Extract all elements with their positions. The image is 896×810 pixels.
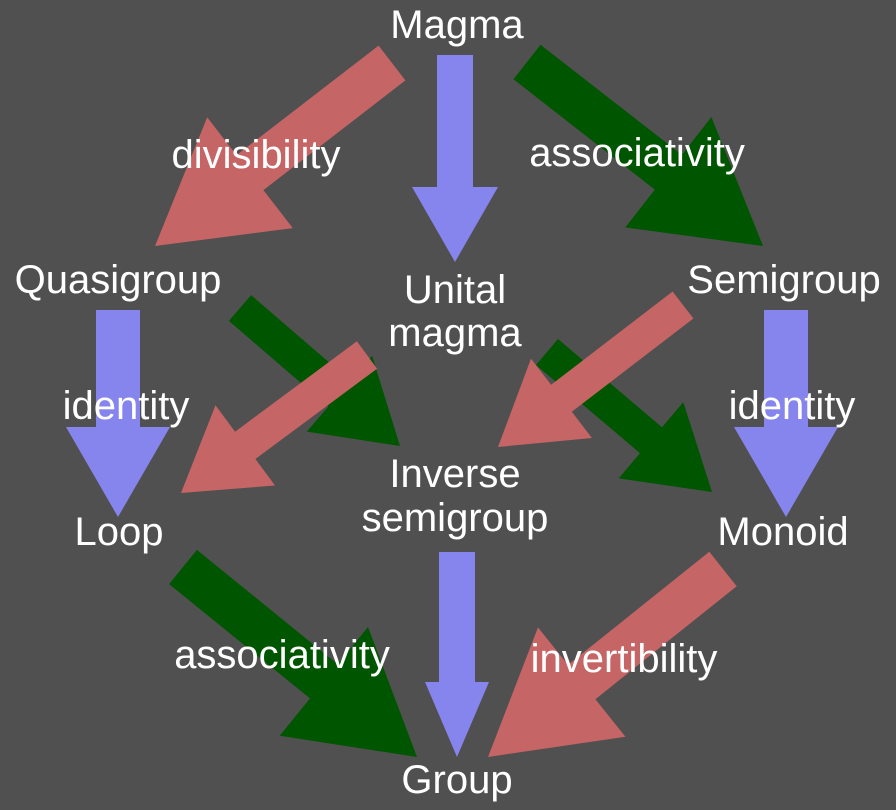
edge-labels-layer: divisibility associativity identity iden… xyxy=(63,131,856,681)
node-magma: Magma xyxy=(390,3,524,47)
arrow-unital-magma-to-loop xyxy=(181,341,378,493)
arrow-magma-to-semigroup xyxy=(513,44,763,247)
edge-label-invertibility: invertibility xyxy=(531,637,718,681)
node-unital-magma-line2: magma xyxy=(388,311,522,355)
arrow-quasigroup-to-loop xyxy=(66,310,170,517)
arrow-monoid-to-group xyxy=(488,551,737,757)
node-quasigroup: Quasigroup xyxy=(15,258,222,302)
arrow-loop-to-group xyxy=(169,549,417,757)
arrow-magma-to-unital-magma xyxy=(412,55,498,262)
edge-label-associativity-bottom: associativity xyxy=(174,633,390,677)
node-group: Group xyxy=(401,758,512,802)
node-semigroup: Semigroup xyxy=(687,258,880,302)
node-monoid: Monoid xyxy=(717,510,848,554)
edge-label-associativity-top: associativity xyxy=(529,131,745,175)
arrow-semigroup-to-monoid xyxy=(734,310,838,517)
node-inverse-semigroup-line1: Inverse xyxy=(389,452,520,496)
arrow-inverse-semigroup-to-group xyxy=(425,552,489,757)
edge-label-identity-left: identity xyxy=(63,384,190,428)
arrow-semigroup-to-inverse-semigroup xyxy=(498,291,694,447)
node-loop: Loop xyxy=(75,510,164,554)
edge-label-identity-right: identity xyxy=(729,384,856,428)
node-inverse-semigroup-line2: semigroup xyxy=(362,496,549,540)
arrow-magma-to-quasigroup xyxy=(155,45,406,246)
arrow-quasigroup-to-inverse-semigroup xyxy=(228,295,400,446)
edge-label-divisibility: divisibility xyxy=(172,133,341,177)
nodes-layer: Magma Quasigroup Unital magma Semigroup … xyxy=(15,3,881,802)
arrows-layer xyxy=(66,44,838,757)
node-unital-magma-line1: Unital xyxy=(404,268,506,312)
